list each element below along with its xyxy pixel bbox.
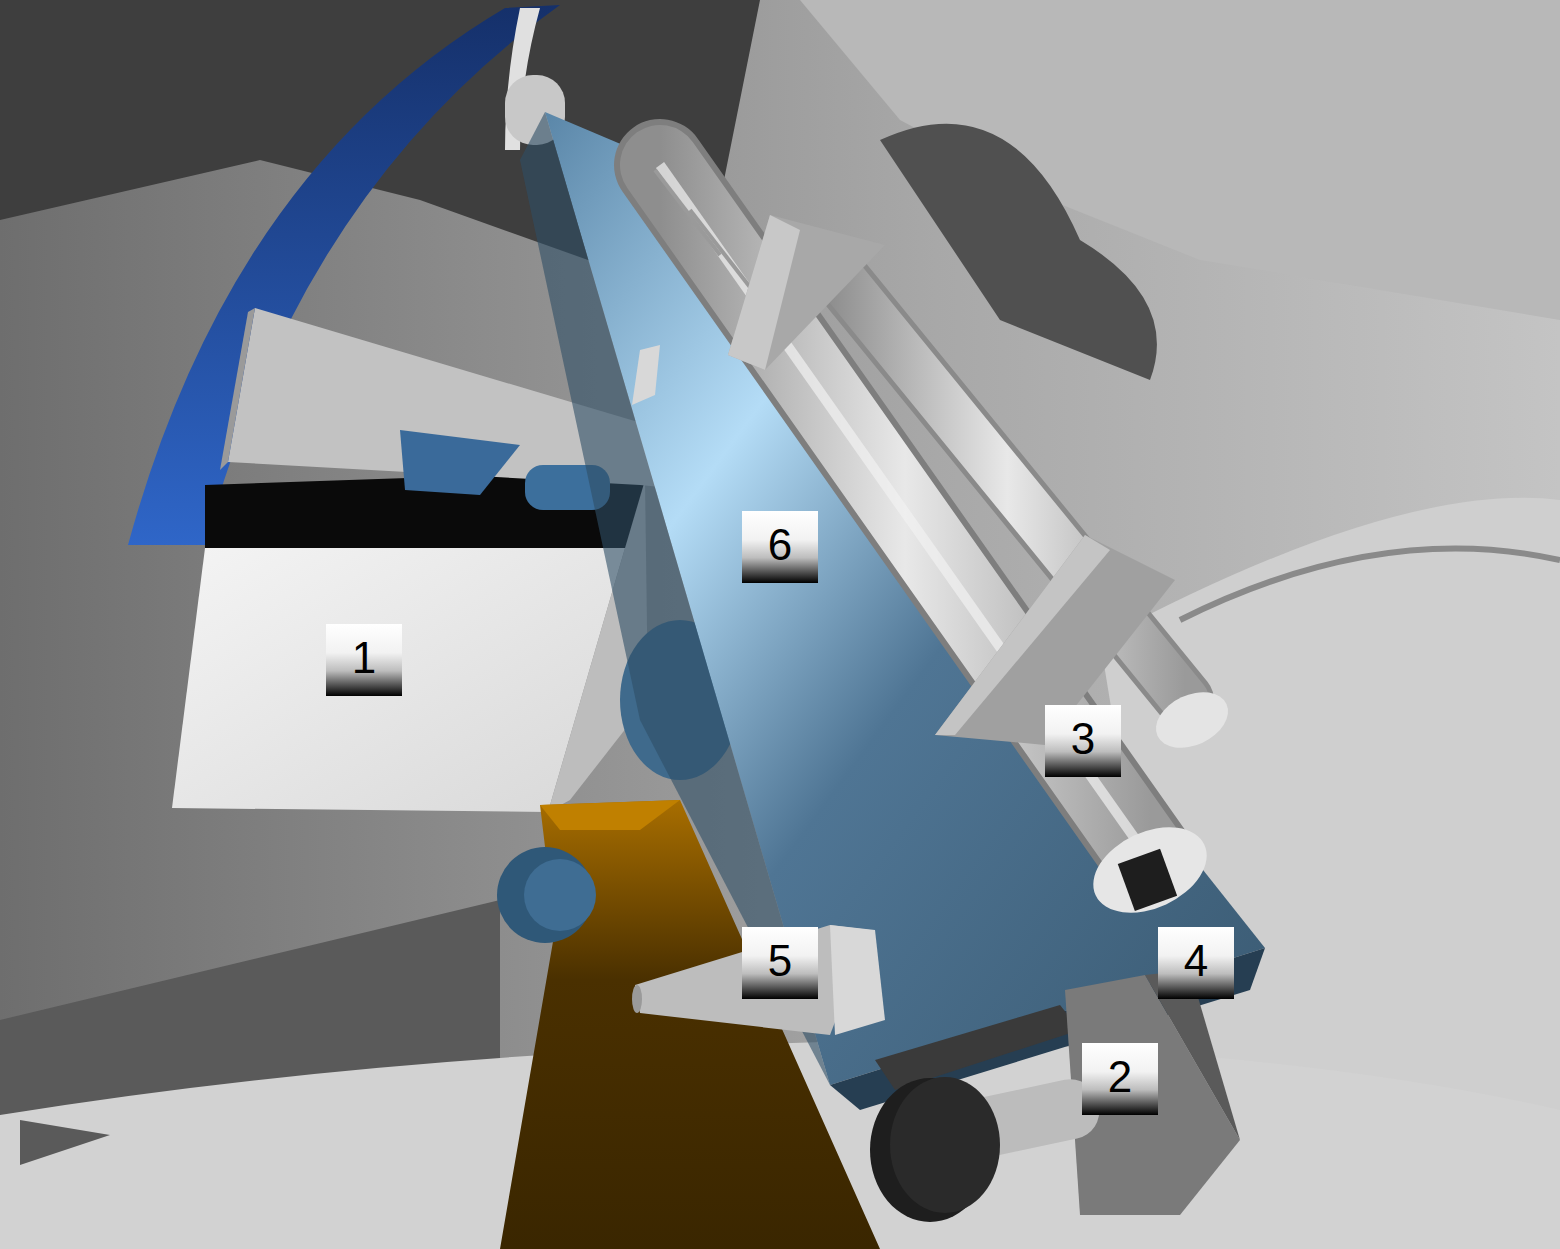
- callout-number: 3: [1071, 717, 1095, 761]
- callout-number: 2: [1108, 1055, 1132, 1099]
- callout-badge: 3: [1045, 705, 1121, 777]
- callout-badge: 5: [742, 927, 818, 999]
- callout-badge: 4: [1158, 927, 1234, 999]
- callout-number: 1: [352, 636, 376, 680]
- callout-number: 6: [768, 523, 792, 567]
- callout-badge: 1: [326, 624, 402, 696]
- callout-badge: 2: [1082, 1043, 1158, 1115]
- callout-number: 5: [768, 939, 792, 983]
- callout-badge: 6: [742, 511, 818, 583]
- callout-number: 4: [1184, 939, 1208, 983]
